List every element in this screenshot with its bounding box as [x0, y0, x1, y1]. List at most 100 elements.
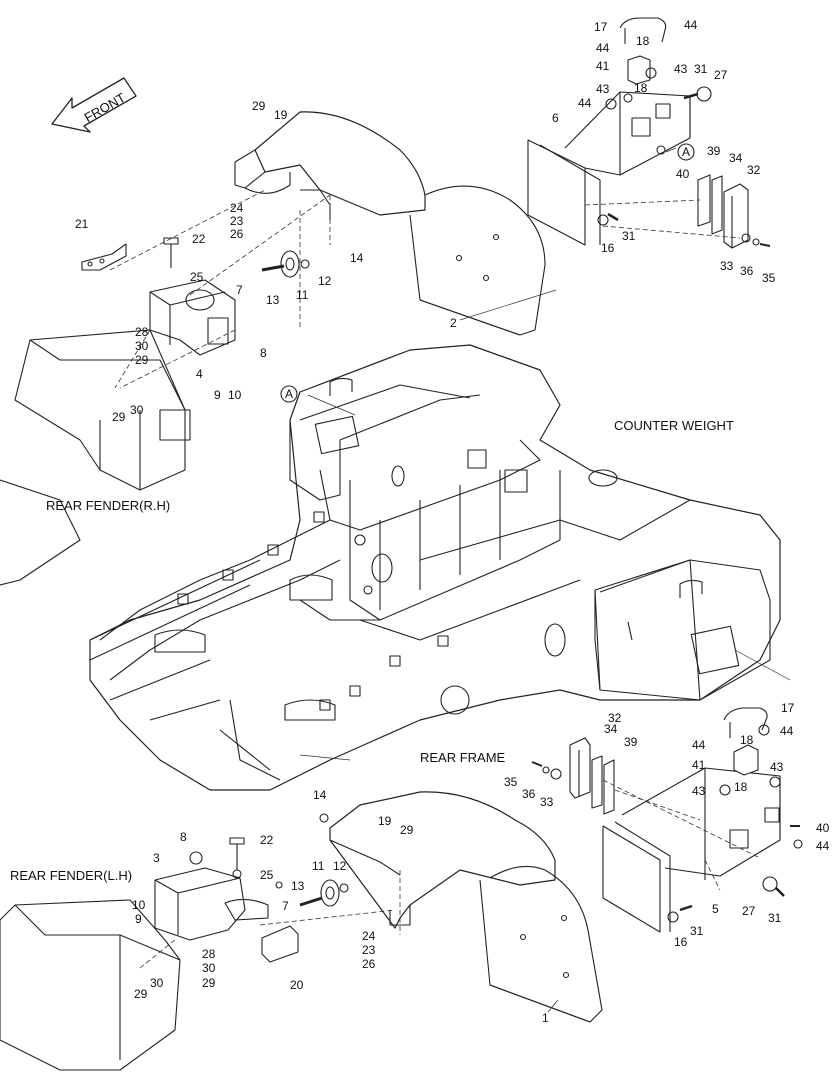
callout-25: 25: [190, 270, 204, 284]
roller-lower: [299, 879, 349, 907]
callout-34b: 34: [604, 722, 618, 736]
callout-25b: 25: [260, 868, 274, 882]
callout-10: 10: [228, 388, 242, 402]
callout-8b: 8: [180, 830, 187, 844]
callout-3: 3: [153, 851, 160, 865]
rear-fender-lower: [319, 791, 603, 1023]
rubber-plates-lower: [531, 737, 615, 815]
callout-29f: 29: [134, 987, 148, 1001]
callout-32b: 32: [608, 711, 622, 725]
hinge-plate-lower: [602, 707, 803, 933]
callout-18: 18: [636, 34, 650, 48]
callout-44d: 44: [780, 724, 794, 738]
callout-2: 2: [450, 316, 457, 330]
callout-44f: 44: [816, 839, 830, 853]
callout-44e: 44: [692, 738, 706, 752]
callout-44b: 44: [596, 41, 610, 55]
detail-a-label-left: A: [285, 387, 293, 401]
callout-33b: 33: [540, 795, 554, 809]
detail-a-label-right: A: [682, 145, 690, 159]
callout-30c: 30: [202, 961, 216, 975]
rubber-plates-upper: [697, 174, 771, 249]
hinge-plate-upper: [527, 17, 712, 246]
callout-31c: 31: [768, 911, 782, 925]
callout-36b: 36: [522, 787, 536, 801]
callout-4: 4: [196, 367, 203, 381]
callout-24: 24: [230, 201, 244, 215]
callout-31d: 31: [690, 924, 704, 938]
callout-22b: 22: [260, 833, 274, 847]
rear-fender-upper: [234, 111, 546, 336]
callout-16: 16: [601, 241, 615, 255]
callout-31: 31: [694, 62, 708, 76]
callout-9: 9: [214, 388, 221, 402]
callout-41: 41: [596, 59, 610, 73]
callout-11: 11: [296, 288, 309, 302]
counter-weight-label: COUNTER WEIGHT: [614, 418, 734, 433]
callout-41b: 41: [692, 758, 706, 772]
callout-23b: 23: [362, 943, 376, 957]
callout-36: 36: [740, 264, 754, 278]
callout-43d: 43: [692, 784, 706, 798]
callout-30d: 30: [150, 976, 164, 990]
rear-fender-rh-label: REAR FENDER(R.H): [46, 498, 170, 513]
callout-39: 39: [707, 144, 721, 158]
callout-24b: 24: [362, 929, 376, 943]
callout-6: 6: [552, 111, 559, 125]
callout-44c: 44: [578, 96, 592, 110]
callout-40: 40: [676, 167, 690, 181]
callout-12: 12: [318, 274, 332, 288]
callout-9b: 9: [135, 912, 142, 926]
callout-13b: 13: [291, 879, 305, 893]
callout-22: 22: [192, 232, 206, 246]
callout-21: 21: [75, 217, 89, 231]
rear-bracket-upper: [81, 243, 236, 356]
leader-lines: [299, 147, 791, 1013]
callout-23: 23: [230, 214, 244, 228]
callout-16b: 16: [674, 935, 688, 949]
callout-26b: 26: [362, 957, 376, 971]
callout-7b: 7: [282, 899, 289, 913]
callout-28: 28: [135, 325, 149, 339]
callout-7: 7: [236, 283, 243, 297]
callout-43: 43: [674, 62, 688, 76]
callout-35b: 35: [504, 775, 518, 789]
callout-1: 1: [542, 1011, 549, 1025]
callout-31b: 31: [622, 229, 636, 243]
callout-20: 20: [290, 978, 304, 992]
callout-39b: 39: [624, 735, 638, 749]
callout-11b: 11: [312, 859, 325, 873]
callout-14b: 14: [313, 788, 327, 802]
callout-14: 14: [350, 251, 364, 265]
rear-fender-lh-label: REAR FENDER(L.H): [10, 868, 132, 883]
callout-13: 13: [266, 293, 280, 307]
callout-17b: 17: [781, 701, 795, 715]
front-arrow: FRONT: [51, 77, 137, 133]
callout-18c: 18: [740, 733, 754, 747]
callout-30: 30: [135, 339, 149, 353]
assembly-lines: [109, 189, 761, 969]
callout-34: 34: [729, 151, 743, 165]
callout-35: 35: [762, 271, 776, 285]
callout-18d: 18: [734, 780, 748, 794]
callout-29b: 29: [135, 353, 149, 367]
callout-12b: 12: [333, 859, 347, 873]
callout-43b: 43: [596, 82, 610, 96]
callout-32: 32: [747, 163, 761, 177]
callout-29d: 29: [400, 823, 414, 837]
callout-44: 44: [684, 18, 698, 32]
callout-28b: 28: [202, 947, 216, 961]
bolt-22: [163, 237, 179, 268]
callout-33: 33: [720, 259, 734, 273]
roller-upper: [261, 250, 310, 278]
callout-29: 29: [252, 99, 266, 113]
callout-17: 17: [594, 20, 608, 34]
callout-19b: 19: [378, 814, 392, 828]
callout-10b: 10: [132, 898, 146, 912]
callout-30b: 30: [130, 403, 144, 417]
callout-26: 26: [230, 227, 244, 241]
callout-27b: 27: [742, 904, 756, 918]
callout-43c: 43: [770, 760, 784, 774]
callout-19: 19: [274, 108, 288, 122]
